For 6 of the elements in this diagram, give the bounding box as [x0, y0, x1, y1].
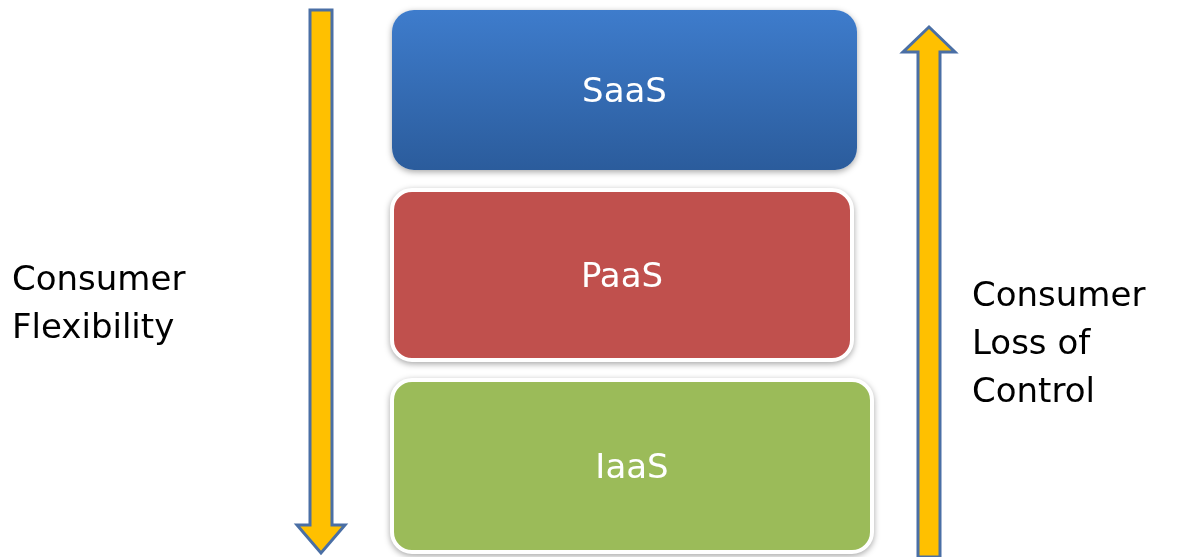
layer-box	[392, 10, 857, 170]
layer-label: IaaS	[595, 446, 669, 486]
side-label: Consumer Loss of Control	[972, 273, 1147, 412]
layer-label: SaaS	[582, 70, 667, 110]
side-label: Consumer Flexibility	[12, 257, 187, 348]
layer-label: PaaS	[580, 255, 664, 295]
